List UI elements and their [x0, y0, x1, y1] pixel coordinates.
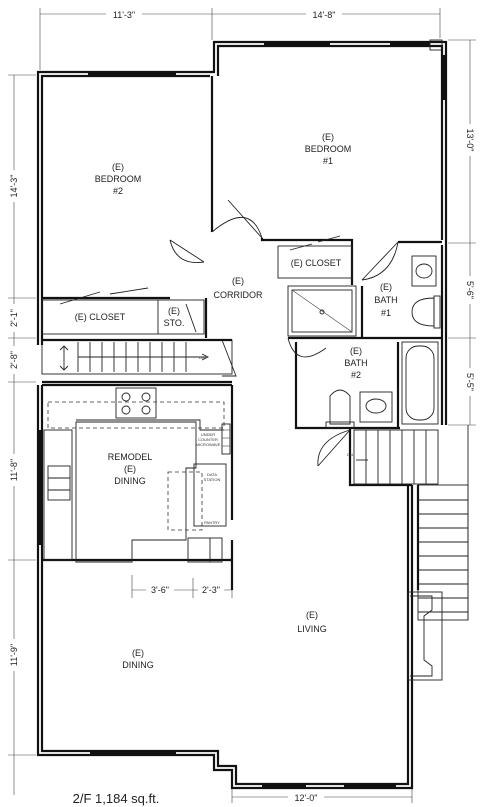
room-bedroom-2-name: BEDROOM [95, 174, 142, 184]
room-bedroom-1-tag: (E) [322, 132, 334, 142]
room-living-tag: (E) [306, 610, 318, 620]
room-dining-name: DINING [122, 660, 154, 670]
lower-stair [353, 425, 469, 621]
plan-caption: 2/F 1,184 sq.ft. [73, 791, 160, 806]
room-storage-tag: (E) [168, 306, 180, 316]
label-under-counter-microwave-1: UNDER [201, 432, 215, 437]
room-corridor-name: CORRIDOR [214, 290, 263, 300]
label-under-counter-microwave-3: MICROWAVE [196, 442, 221, 447]
windows [38, 39, 446, 788]
dim-left-dining-upper: 11'-8" [9, 459, 19, 481]
room-closet-left: (E) CLOSET [75, 312, 126, 322]
room-bath-2-name: BATH [344, 358, 367, 368]
interior-walls [41, 76, 442, 590]
dim-counter-2: 2'-3" [202, 585, 220, 595]
label-pantry: PANTRY [204, 520, 220, 525]
room-storage-name: STO. [164, 318, 185, 328]
dim-top-right: 14'-8" [313, 10, 336, 20]
dim-right-bath1: 5'-6" [465, 281, 475, 299]
fireplace [407, 591, 443, 681]
exterior-walls [36, 40, 448, 790]
dim-left-stair: 2'-8" [9, 351, 19, 369]
room-bedroom-1-name: BEDROOM [305, 144, 352, 154]
dim-left-closet: 2'-1" [9, 309, 19, 327]
dim-right-bath2: 5'-5" [465, 373, 475, 391]
room-bath-1-number: #1 [381, 308, 391, 318]
room-bath-1-tag: (E) [380, 282, 392, 292]
room-bedroom-1-number: #1 [323, 156, 333, 166]
room-closet-right: (E) CLOSET [291, 258, 342, 268]
dim-top-left: 11'-3" [113, 10, 135, 20]
label-dn-upper: DN [199, 355, 205, 360]
upper-stair [59, 339, 237, 377]
room-living-name: LIVING [297, 624, 327, 634]
room-remodel-dining-1: REMODEL [108, 452, 153, 462]
dim-counter-1: 3'-6" [151, 585, 169, 595]
kitchen: UNDER COUNTER MICROWAVE DATA STATION PAN… [43, 355, 353, 563]
dim-left-dining-lower: 11'-9" [9, 644, 19, 666]
room-labels: (E) BEDROOM #2 (E) BEDROOM #1 (E) CORRID… [75, 132, 398, 670]
room-corridor-tag: (E) [232, 276, 244, 286]
room-bedroom-2-number: #2 [113, 186, 123, 196]
dimension-labels: 11'-3" 14'-8" 12'-0" 14'-3" 2'-1" 2'-8" … [8, 8, 476, 803]
label-data-station-1: DATA [207, 472, 217, 477]
dim-bottom: 12'-0" [295, 793, 318, 803]
room-remodel-dining-2: (E) [124, 464, 136, 474]
room-bath-1-name: BATH [374, 295, 397, 305]
room-remodel-dining-3: DINING [114, 476, 146, 486]
label-dn-lower: DN [347, 452, 353, 457]
dim-right-bedroom: 13'-0" [465, 129, 475, 152]
room-bath-2-number: #2 [351, 370, 361, 380]
dim-left-bedroom: 14'-3" [9, 175, 19, 198]
doors [59, 199, 399, 467]
room-bath-2-tag: (E) [350, 346, 362, 356]
room-bedroom-2-tag: (E) [112, 162, 124, 172]
room-dining-tag: (E) [132, 648, 144, 658]
label-data-station-2: STATION [204, 477, 221, 482]
label-under-counter-microwave-2: COUNTER [198, 437, 218, 442]
